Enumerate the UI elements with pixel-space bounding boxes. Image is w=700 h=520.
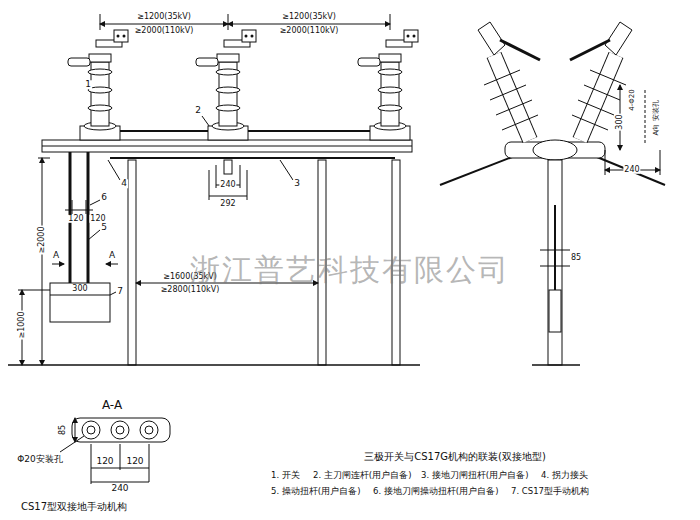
watermark: 浙江普艺科技有限公司: [189, 254, 511, 286]
callout-number: 4: [120, 179, 128, 188]
callout-number: 3: [293, 179, 301, 188]
dimension-text: 292: [219, 200, 236, 208]
dimension-text: ≥2000: [38, 225, 46, 254]
callout-number: 1: [84, 80, 92, 89]
dimension-text: 85: [570, 254, 582, 262]
callout-number: 6: [100, 193, 108, 202]
callout-number: 7: [116, 287, 124, 296]
section-title: A-A: [101, 399, 123, 412]
drawing-title: CS17型双接地手动机构: [20, 502, 128, 513]
legend-item: 3. 接地刀闸扭杆(用户自备): [420, 471, 529, 480]
legend-item: 4. 拐力接头: [540, 471, 589, 480]
callout-number: 5: [100, 223, 108, 232]
legend-item: 1. 开关: [270, 471, 301, 480]
note-text: A向 安装孔: [653, 99, 660, 136]
legend-item: 6. 接地刀闸操动扭杆(用户自备): [372, 487, 499, 496]
dimension-text: ≥2000(110kV): [134, 27, 195, 35]
dimension-text: 120: [89, 215, 106, 223]
caption-text: 三极开关与CS17G机构的联装(双接地型): [363, 452, 547, 463]
section-mark: A: [108, 251, 116, 260]
section-mark: A: [52, 251, 60, 260]
dimension-text: 300: [71, 285, 88, 293]
legend-item: 7. CS17型手动机构: [510, 487, 590, 496]
legend-item: 5. 操动扭杆(用户自备): [270, 487, 361, 496]
note-text: Φ20安装孔: [16, 455, 64, 464]
callout-number: 2: [194, 106, 202, 115]
dimension-text: 120: [67, 215, 84, 223]
dimension-text: 240: [110, 484, 129, 493]
dimension-text: 120: [95, 457, 114, 466]
dimension-text: 4-Φ20: [629, 88, 636, 111]
dimension-text: 85: [59, 424, 67, 436]
dimension-text: 120: [125, 457, 144, 466]
dimension-text: 240: [623, 166, 640, 174]
dimension-text: ≥1000: [18, 310, 26, 339]
dimension-text: ≥2000(110kV): [279, 27, 340, 35]
dimension-text: 300: [616, 113, 624, 130]
legend-item: 2. 主刀闸连杆(用户自备): [312, 471, 412, 480]
dimension-text: ≥1200(35kV): [136, 13, 192, 21]
dimension-text: ≥1200(35kV): [281, 13, 337, 21]
dimension-text: ≥2800(110kV): [160, 286, 221, 294]
dimension-text: 240: [219, 181, 236, 189]
